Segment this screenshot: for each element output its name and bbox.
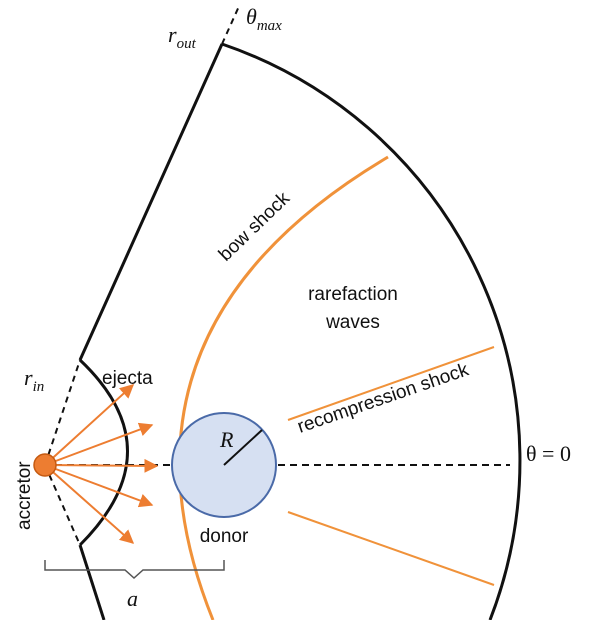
upper-wedge-edge <box>78 43 224 361</box>
recompression-shock-upper <box>287 346 495 421</box>
rarefaction-label-line1: rarefaction <box>308 284 398 305</box>
radius-label: R <box>219 427 234 452</box>
inner-dashed-upper <box>44 359 81 466</box>
theta-zero-label: θ = 0 <box>526 441 571 466</box>
ejecta-arrows <box>44 384 159 544</box>
ejecta-arrow-4 <box>44 464 154 508</box>
inner-dashed-lower <box>44 464 81 546</box>
accretor-dot <box>33 453 57 477</box>
ejecta-label: ejecta <box>102 368 153 389</box>
ejecta-arrow-3 <box>44 458 159 473</box>
r-out-label: rout <box>168 22 197 52</box>
recompression-shock-label: recompression shock <box>295 359 472 437</box>
recompression-shock-lower <box>287 511 495 586</box>
bow-shock-curve <box>178 155 389 620</box>
outer-boundary-arc <box>221 42 522 620</box>
lower-wedge-edge <box>78 544 106 620</box>
accretor-label: accretor <box>14 461 35 530</box>
theta-max-label: θmax <box>246 4 282 34</box>
ejecta-arrow-5 <box>44 464 135 544</box>
rarefaction-label-line2: waves <box>325 312 380 333</box>
bow-shock-label: bow shock <box>215 188 295 266</box>
separation-brace <box>44 560 225 580</box>
inner-boundary-arc <box>78 358 129 547</box>
r-in-label: rin <box>24 365 44 395</box>
ejecta-arrow-1 <box>44 384 135 466</box>
separation-label: a <box>127 586 138 611</box>
donor-radius-line <box>223 429 263 466</box>
donor-label: donor <box>200 526 249 547</box>
ejecta-arrow-2 <box>44 422 154 466</box>
theta-max-extension <box>221 3 241 45</box>
